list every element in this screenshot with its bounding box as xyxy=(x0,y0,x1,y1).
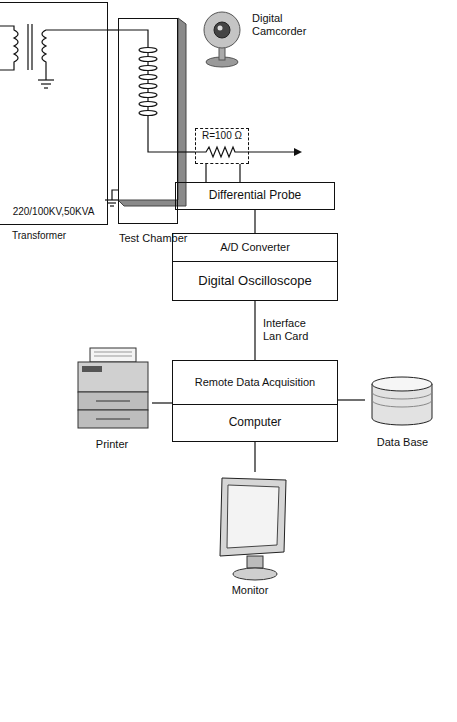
transformer-symbol xyxy=(0,24,108,88)
connector-line xyxy=(254,301,255,360)
node-text: Printer xyxy=(93,437,131,452)
database-icon xyxy=(372,377,432,425)
monitor-node: Monitor xyxy=(205,472,295,598)
node-text: Digital Oscilloscope xyxy=(173,262,337,300)
node-text: Differential Probe xyxy=(206,188,305,204)
resistor-symbol xyxy=(196,147,296,157)
connector-line xyxy=(205,164,206,182)
camcorder-icon xyxy=(204,12,240,67)
resistor-box: R=100 Ω xyxy=(195,128,249,164)
node-text: Data Base xyxy=(374,435,431,450)
node-text: R=100 Ω xyxy=(199,129,245,143)
edge-label: Interface Lan Card xyxy=(262,317,322,343)
output-arrowhead xyxy=(294,148,302,156)
device-label: Digital Camcorder xyxy=(252,12,322,38)
node-text: Transformer xyxy=(12,230,66,242)
test-chamber: Test Chamber xyxy=(118,18,178,224)
node-text: Computer xyxy=(173,405,337,441)
node-text: Monitor xyxy=(229,583,272,598)
connector-line xyxy=(178,151,195,152)
node-text: A/D Converter xyxy=(173,234,337,262)
connector-line xyxy=(338,399,365,400)
probe-box: Differential Probe xyxy=(175,182,335,210)
connector-line xyxy=(108,29,118,30)
connector-line xyxy=(152,402,172,403)
chamber-shading xyxy=(118,18,186,206)
monitor-icon xyxy=(220,478,286,580)
printer-icon xyxy=(78,348,148,428)
node-text: 220/100KV,50KVA xyxy=(10,205,98,219)
computer-box: Remote Data AcquisitionComputer xyxy=(172,360,338,442)
node-text: Remote Data Acquisition xyxy=(173,361,337,405)
printer-node: Printer xyxy=(72,345,152,452)
connector-line xyxy=(239,164,240,182)
connector-line xyxy=(254,442,255,472)
oscilloscope-box: A/D ConverterDigital Oscilloscope xyxy=(172,233,338,301)
database-node: Data Base xyxy=(365,375,440,450)
connector-line xyxy=(254,210,255,233)
transformer-box: 220/100KV,50KVATransformer xyxy=(0,2,108,225)
insulator-symbol xyxy=(105,30,178,206)
